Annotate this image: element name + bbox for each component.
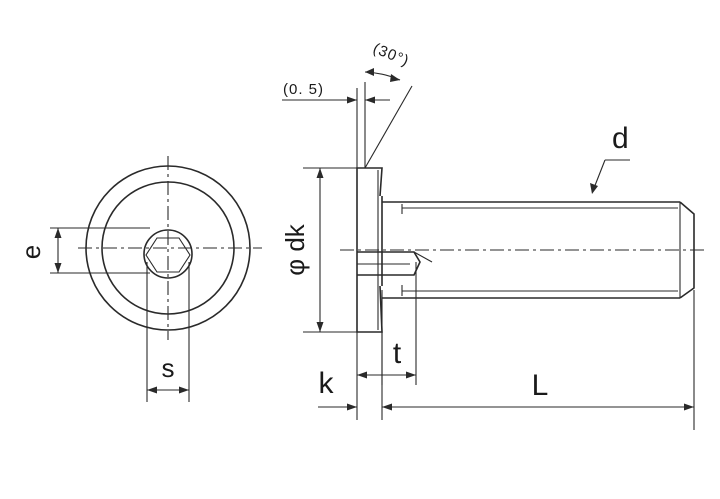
L-label: L	[532, 369, 549, 402]
angle-arrow-right	[390, 74, 400, 82]
offset-arrow-b	[365, 96, 375, 104]
t-label: t	[393, 337, 402, 370]
angle-arrow-left	[365, 68, 374, 76]
socket-circle	[143, 229, 193, 279]
offset-arrow-a	[347, 96, 357, 104]
t-arrow-left	[357, 371, 367, 379]
side-view: φ dk (0. 5) (30°) d t k	[280, 40, 705, 430]
d-label: d	[612, 122, 629, 155]
shank-end-chamfer	[679, 201, 695, 299]
dk-arrow-top	[316, 168, 324, 178]
socket-recess	[357, 251, 421, 276]
s-arrow-left	[147, 386, 157, 394]
dk-label: φ dk	[280, 223, 310, 276]
k-arrow-left	[347, 403, 357, 411]
angle-line	[364, 85, 413, 169]
d-leader-arrow	[590, 183, 598, 194]
s-label: s	[162, 353, 175, 383]
s-arrow-right	[179, 386, 189, 394]
e-arrow-top	[54, 228, 62, 238]
end-view: e s	[16, 156, 262, 402]
offset-label: (0. 5)	[283, 81, 324, 98]
socket-bottom-cone	[413, 251, 433, 263]
hex-socket	[145, 237, 191, 273]
angle-label: (30°)	[371, 40, 412, 70]
L-arrow-right	[684, 403, 694, 411]
e-label: e	[16, 245, 46, 259]
e-arrow-bottom	[54, 263, 62, 273]
d-leader-diagonal	[593, 159, 606, 189]
dk-arrow-bottom	[316, 322, 324, 332]
k-label: k	[319, 367, 335, 400]
t-arrow-right	[406, 371, 416, 379]
